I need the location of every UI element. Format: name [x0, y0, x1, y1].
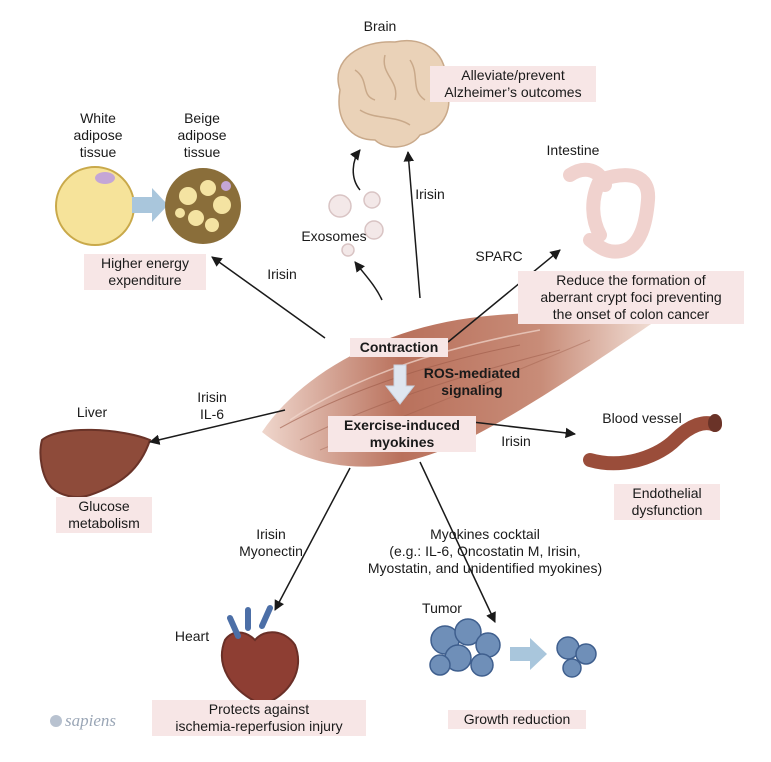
- arrow-to-adipose: [211, 256, 326, 339]
- blood-vessel-title: Blood vessel: [602, 410, 682, 426]
- arrow-exosomes-to-brain: [350, 149, 361, 191]
- arrow-to-exosomes: [354, 261, 383, 301]
- heart-illustration: [220, 605, 300, 707]
- connector-arrows: [148, 149, 577, 623]
- intestine-title: Intestine: [546, 142, 600, 158]
- intestine-effect-box: Reduce the formation of aberrant crypt f…: [518, 271, 744, 324]
- arrow-to-brain-irisin: [403, 150, 421, 299]
- tumor-small-illustration: [556, 636, 597, 678]
- white-adipose-title: White adipose tissue: [73, 110, 123, 160]
- adipose-irisin-label: Irisin: [267, 266, 297, 282]
- signaling-arrow: [384, 364, 416, 405]
- liver-effect-box: Glucose metabolism: [56, 497, 152, 533]
- tumor-effect-box: Growth reduction: [448, 710, 586, 729]
- sapiens-logo-text: sapiens: [65, 711, 116, 730]
- sapiens-logo: sapiens: [50, 711, 116, 731]
- liver-mediators-label: Irisin IL-6: [197, 389, 227, 422]
- beige-adipose-title: Beige adipose tissue: [177, 110, 227, 160]
- white-adipose-illustration: [55, 166, 135, 246]
- contraction-label: Contraction: [350, 338, 448, 357]
- heart-mediators-label: Irisin Myonectin: [239, 526, 303, 559]
- myokines-label: Exercise-induced myokines: [328, 416, 476, 452]
- brain-illustration: [337, 39, 450, 148]
- tumor-large-illustration: [429, 618, 501, 677]
- arrow-to-intestine: [447, 249, 561, 343]
- exosome-vesicles: [328, 191, 384, 257]
- brain-effect-box: Alleviate/prevent Alzheimer’s outcomes: [430, 66, 596, 102]
- beige-adipose-illustration: [165, 168, 241, 244]
- intestine-illustration: [563, 162, 656, 259]
- liver-illustration: [39, 428, 152, 498]
- blood-vessel-illustration: [583, 416, 722, 471]
- arrow-to-liver: [148, 409, 286, 445]
- heart-effect-box: Protects against ischemia-reperfusion in…: [152, 700, 366, 736]
- tumor-title: Tumor: [422, 600, 462, 616]
- exosomes-label: Exosomes: [301, 228, 367, 244]
- blood-vessel-effect-box: Endothelial dysfunction: [614, 484, 720, 520]
- sapiens-logo-mark: [50, 715, 62, 727]
- tumor-mediators-label: Myokines cocktail (e.g.: IL-6, Oncostati…: [367, 526, 603, 576]
- ros-signaling-label: ROS-mediated signaling: [423, 365, 521, 398]
- tumor-transform-arrow: [510, 638, 547, 670]
- arrow-to-tumor: [419, 461, 496, 623]
- liver-title: Liver: [76, 404, 108, 420]
- sparc-label: SPARC: [475, 248, 523, 264]
- brain-title: Brain: [363, 18, 397, 34]
- adipose-transform-arrow: [132, 188, 168, 222]
- adipose-effect-box: Higher energy expenditure: [84, 254, 206, 290]
- arrow-to-heart: [274, 467, 351, 611]
- vessel-irisin-label: Irisin: [501, 433, 531, 449]
- brain-irisin-label: Irisin: [415, 186, 445, 202]
- heart-title: Heart: [174, 628, 210, 644]
